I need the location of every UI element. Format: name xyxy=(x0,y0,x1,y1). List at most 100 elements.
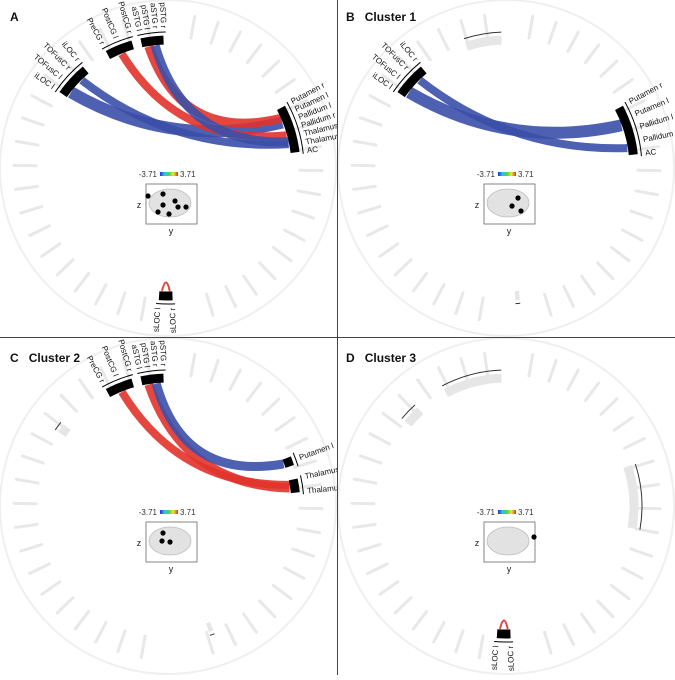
ghost-label-mark xyxy=(631,549,652,556)
ghost-label-mark xyxy=(285,568,304,578)
ghost-label-mark xyxy=(61,395,76,411)
ghost-label-mark xyxy=(370,434,389,444)
connection-ribbon xyxy=(500,620,508,629)
ghost-label-mark xyxy=(380,582,398,595)
ghost-label-mark xyxy=(285,230,304,240)
panel-title: Cluster 3 xyxy=(365,351,416,365)
node-block xyxy=(293,479,295,492)
brain-dot xyxy=(175,204,180,209)
ghost-label-mark xyxy=(22,456,43,463)
ghost-label-mark xyxy=(244,276,257,294)
node-label: PreCG r xyxy=(85,354,107,384)
node-label: PostCG r xyxy=(116,0,134,34)
node-label: AC xyxy=(306,145,318,155)
ghost-label-mark xyxy=(598,601,613,617)
ghost-label-mark xyxy=(413,611,426,629)
ghost-label-mark xyxy=(230,370,240,389)
node-label: Thalamus r xyxy=(307,482,337,495)
ghost-label-mark xyxy=(207,294,213,315)
ghost-label-mark xyxy=(247,45,260,63)
ghost-label-mark xyxy=(479,298,483,320)
ghost-label-mark xyxy=(611,585,629,598)
ghost-label-mark xyxy=(96,285,106,304)
ghost-label-mark xyxy=(244,614,257,632)
ghost-label-mark xyxy=(298,191,320,195)
node-label: pSTG r xyxy=(158,340,168,366)
ghost-label-mark xyxy=(585,383,598,401)
ghost-label-mark xyxy=(479,636,483,658)
brain-dot xyxy=(172,198,177,203)
node-bracket xyxy=(137,32,165,35)
ghost-label-mark xyxy=(16,141,38,145)
colorbar xyxy=(160,172,178,176)
ghost-label-mark xyxy=(30,564,50,574)
ghost-label-mark xyxy=(582,276,595,294)
ghost-label-mark xyxy=(75,611,88,629)
ghost-label-mark xyxy=(141,636,145,658)
ghost-label-mark xyxy=(545,632,551,653)
ghost-label-mark xyxy=(434,623,444,642)
ghost-label-mark xyxy=(42,582,60,595)
node-bracket xyxy=(301,475,304,494)
inactive-node-block xyxy=(208,626,212,627)
ghost-label-mark xyxy=(601,399,617,414)
brain-dot xyxy=(183,204,188,209)
ghost-label-mark xyxy=(582,614,595,632)
axis-y-label: y xyxy=(169,226,174,236)
ghost-ring xyxy=(0,338,336,674)
ghost-label-mark xyxy=(276,80,294,93)
ghost-label-mark xyxy=(353,524,375,527)
brain-dot xyxy=(160,191,165,196)
brain-dot xyxy=(515,195,520,200)
panel-letter-text: A xyxy=(10,10,19,24)
colorbar-max: 3.71 xyxy=(180,170,196,179)
ghost-label-mark xyxy=(260,601,275,617)
node-label: PostCG r xyxy=(116,338,134,372)
axis-z-label: z xyxy=(137,538,142,548)
brain-dot xyxy=(145,193,150,198)
panel-letter: C Cluster 2 xyxy=(10,351,80,365)
ghost-label-mark xyxy=(368,226,388,236)
node-block xyxy=(141,40,163,43)
ghost-label-mark xyxy=(368,564,388,574)
ghost-label-mark xyxy=(564,625,574,645)
ghost-label-mark xyxy=(456,631,463,652)
node-label: AC xyxy=(645,147,657,157)
inactive-node-block xyxy=(408,411,420,424)
ghost-label-mark xyxy=(118,631,125,652)
ghost-label-mark xyxy=(354,141,376,145)
ghost-label-mark xyxy=(16,479,38,483)
colorbar-max: 3.71 xyxy=(518,508,534,517)
ghost-label-mark xyxy=(614,80,632,93)
node-block xyxy=(108,45,133,55)
node-label: Pallidum r xyxy=(642,128,675,144)
colorbar-min: -3.71 xyxy=(477,170,496,179)
colorbar-min: -3.71 xyxy=(477,508,496,517)
ghost-label-mark xyxy=(529,16,533,38)
ghost-label-mark xyxy=(207,632,213,653)
panel-title: Cluster 1 xyxy=(365,10,416,24)
ghost-label-mark xyxy=(623,568,642,578)
inactive-bracket xyxy=(210,634,214,636)
node-label: sLOC r xyxy=(168,307,178,333)
node-label: sLOC l xyxy=(152,307,163,332)
ghost-label-mark xyxy=(395,260,411,275)
connection-ribbon xyxy=(122,392,289,485)
ghost-label-mark xyxy=(549,360,556,381)
ghost-label-mark xyxy=(360,118,381,125)
ghost-label-mark xyxy=(298,529,320,533)
ghost-label-mark xyxy=(564,287,574,307)
inactive-node-block xyxy=(628,466,634,528)
